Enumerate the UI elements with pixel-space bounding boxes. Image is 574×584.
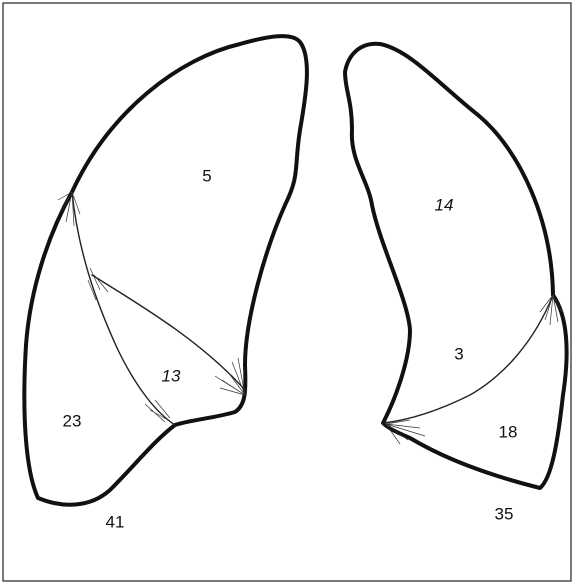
right-lower-lobe-count: 23: [63, 411, 82, 430]
left-lung-total-count: 35: [495, 504, 514, 523]
left-upper-lobe-count: 14: [435, 195, 454, 214]
left-lower-lobe-count: 18: [499, 422, 518, 441]
left-lingula-count: 3: [454, 344, 463, 363]
right-fissure-hatching: [58, 192, 245, 422]
right-upper-lobe-count: 5: [202, 166, 211, 185]
right-oblique-fissure: [72, 192, 175, 425]
right-lung-outline: [24, 36, 307, 505]
figure-border: [3, 3, 571, 581]
left-lung: 14 3 18 35: [345, 44, 567, 524]
left-lung-outline: [345, 44, 567, 488]
right-middle-lobe-count: 13: [162, 366, 181, 385]
left-fissure-hatching: [386, 295, 562, 444]
right-lung-total-count: 41: [106, 512, 125, 531]
right-lung: 5 13 23 41: [24, 36, 307, 531]
